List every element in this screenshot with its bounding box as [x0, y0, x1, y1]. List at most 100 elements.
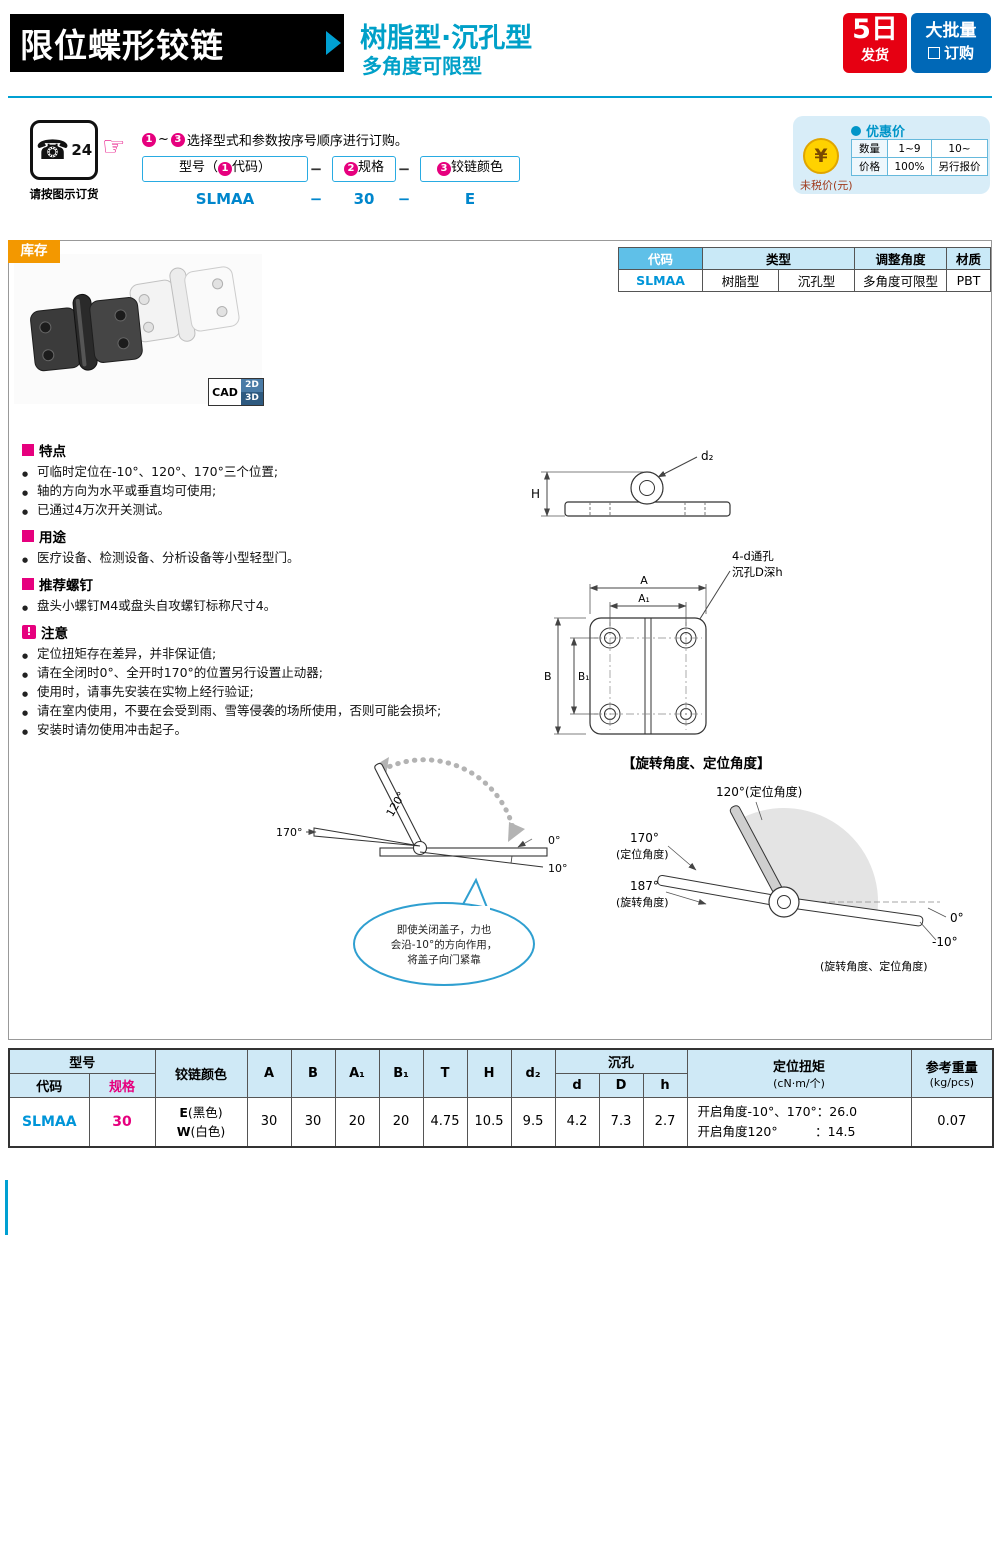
bullet-dot-icon: [851, 125, 861, 136]
angle-120-label: 120°(定位角度): [716, 784, 802, 799]
price-header: 价格: [851, 157, 888, 176]
code-header: 代码: [8, 1072, 90, 1098]
type-table-angle: 多角度可限型: [854, 269, 948, 292]
cell-color: E(黑色) W(白色): [154, 1096, 248, 1148]
section-marker-icon: [22, 444, 34, 456]
screws-item: 盘头小螺钉M4或盘头自攻螺钉标称尺寸4。: [22, 597, 467, 617]
cad-3d-label: 3D: [241, 392, 263, 405]
order-form-icon: [927, 47, 940, 59]
type-table-type-header: 类型: [701, 247, 856, 270]
subtitle-angle: 多角度可限型: [362, 54, 482, 78]
page-title: 限位蝶形铰链: [20, 26, 224, 65]
header-divider: [8, 96, 992, 98]
caution-item: 安装时请勿使用冲击起子。: [22, 721, 467, 741]
usage-item: 医疗设备、检测设备、分析设备等小型轻型门。: [22, 549, 467, 569]
discount-price-title: 优惠价: [866, 125, 906, 140]
step-circle-model: 1: [218, 162, 232, 176]
phone-order-icon: ☎ 24: [30, 120, 98, 180]
phone-note: 请按图示订货: [29, 187, 99, 201]
formula-dash-1: −: [309, 160, 323, 178]
angle-diagram: 【旋转角度、定位角度】 120°(定位角度) 170° (定位角度) 187° …: [616, 755, 964, 973]
step-circle-color: 3: [436, 162, 451, 176]
cell-B: 30: [290, 1096, 336, 1148]
qty-range-2: 10~: [931, 139, 988, 158]
type-table: 代码 类型 调整角度 材质 SLMAA 树脂型 沉孔型 多角度可限型 PBT: [618, 247, 992, 292]
dim-d2-label: d₂: [701, 449, 714, 463]
cell-A1: 20: [334, 1096, 380, 1148]
cell-H: 10.5: [466, 1096, 512, 1148]
dim-H-label: H: [531, 487, 540, 501]
weight-header-text: 参考重量: [925, 1061, 978, 1077]
usage-title-row: 用途: [22, 526, 467, 546]
price-table: 数量 1~9 10~ 价格 100% 另行报价: [851, 139, 988, 176]
torque-unit: (cN·m/个): [773, 1076, 825, 1090]
ship-badge: 5日 发货: [843, 13, 907, 73]
cad-2d-label: 2D: [241, 379, 263, 392]
qty-range-1: 1~9: [887, 139, 932, 158]
torque-header: 定位扭矩 (cN·m/个): [686, 1048, 912, 1098]
cell-h: 2.7: [642, 1096, 688, 1148]
cad-label: CAD: [212, 385, 238, 399]
section-marker-icon: [22, 578, 34, 590]
color-label: 铰链颜色: [450, 160, 503, 175]
type-table-angle-header: 调整角度: [854, 247, 948, 270]
thru-hole-label: 4-d通孔: [732, 549, 774, 563]
dim-B-label: B: [544, 670, 552, 683]
cell-weight: 0.07: [910, 1096, 994, 1148]
order-instruction: 1 ~ 3 选择型式和参数按序号顺序进行订购。: [142, 130, 408, 149]
caution-icon: !: [22, 625, 36, 639]
type-table-code-header: 代码: [618, 247, 703, 270]
weight-unit: (kg/pcs): [929, 1076, 974, 1090]
angle-170-label: 170°: [630, 831, 659, 845]
feature-item: 可临时定位在-10°、120°、170°三个位置;: [22, 463, 467, 483]
bubble-line1: 即使关闭盖子，力也: [397, 923, 492, 936]
page-title-bar: 限位蝶形铰链: [10, 14, 344, 72]
cad-dims: 2D 3D: [241, 379, 263, 405]
ship-label: 发货: [861, 48, 889, 64]
side-view-drawing: H d₂: [531, 449, 731, 517]
screws-title-row: 推荐螺钉: [22, 574, 467, 594]
discount-price-title-row: 优惠价: [851, 121, 905, 140]
example-color: E: [464, 190, 476, 208]
dim-A1-header: A₁: [334, 1048, 380, 1098]
type-table-material: PBT: [946, 269, 992, 292]
cell-code: SLMAA: [8, 1096, 90, 1148]
features-section: 特点 可临时定位在-10°、120°、170°三个位置; 轴的方向为水平或垂直均…: [22, 432, 467, 741]
model-header: 型号: [8, 1048, 156, 1074]
cell-T: 4.75: [422, 1096, 468, 1148]
spec-label: 规格: [357, 160, 384, 175]
example-spec: 30: [353, 190, 375, 208]
step-circle-3: 3: [170, 132, 185, 147]
bulk-order-badge: 大批量 订购: [911, 13, 991, 73]
type-table-material-header: 材质: [946, 247, 992, 270]
angle-0-label: 0°: [950, 911, 964, 925]
dim-B1-header: B₁: [378, 1048, 424, 1098]
example-model-code: SLMAA: [195, 190, 255, 208]
usage-title: 用途: [39, 530, 66, 546]
spec-row: SLMAA 30 E(黑色) W(白色) 30 30 20 20 4.75 10…: [8, 1096, 994, 1148]
white-hinge-illustration: [129, 266, 240, 343]
type-table-type2: 沉孔型: [777, 269, 856, 292]
motion-10-label: 10°: [548, 862, 568, 875]
hole-D-header: D: [598, 1072, 644, 1098]
caution-item: 定位扭矩存在差异，并非保证值;: [22, 645, 467, 665]
step-circle-spec: 2: [343, 162, 358, 176]
caution-item: 请在室内使用，不要在会受到雨、雪等侵袭的场所使用，否则可能会损坏;: [22, 702, 467, 722]
color-option-e: E(黑色): [179, 1104, 223, 1120]
dim-B-header: B: [290, 1048, 336, 1098]
hole-d-header: d: [554, 1072, 600, 1098]
price-value-1: 100%: [887, 157, 932, 176]
hole-h-header: h: [642, 1072, 688, 1098]
feature-item: 轴的方向为水平或垂直均可使用;: [22, 482, 467, 502]
example-dash-1: −: [309, 190, 323, 208]
arrow-right-icon: [326, 31, 341, 55]
dim-A-header: A: [246, 1048, 292, 1098]
torque-header-text: 定位扭矩: [773, 1059, 826, 1075]
features-title: 特点: [39, 444, 66, 460]
formula-dash-2: −: [397, 160, 411, 178]
angle-m10-label: -10°: [932, 935, 958, 949]
features-title-row: 特点: [22, 440, 467, 460]
torque-line1: 开启角度-10°、170°：26.0: [697, 1103, 858, 1119]
